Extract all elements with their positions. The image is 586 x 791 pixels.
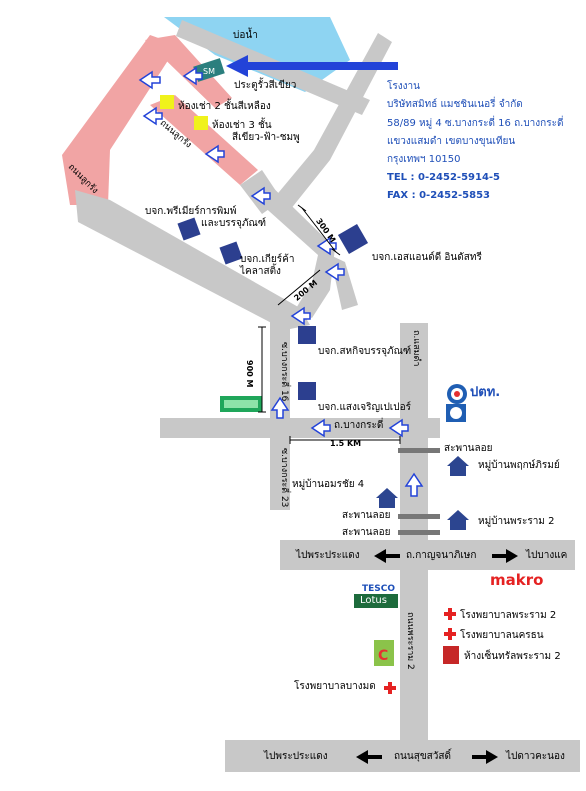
bridge-2 bbox=[398, 514, 440, 519]
phruksa-label: หมู่บ้านพฤกษ์ภิรมย์ bbox=[478, 460, 560, 471]
arrow-12 bbox=[404, 472, 424, 497]
direction-arrow-head bbox=[226, 55, 248, 77]
bridge-1 bbox=[398, 448, 440, 453]
laterite-road-top bbox=[145, 35, 232, 108]
company-line-2: บริษัทสมิทธ์ แมชชินเนอรี่ จำกัด bbox=[387, 99, 523, 110]
building-premier bbox=[177, 217, 201, 241]
ammarin-label: หมู่บ้านอมรชัย 4 bbox=[292, 479, 365, 490]
company-line-4: แขวงแสมดำ เขตบางขุนเทียน bbox=[387, 136, 516, 147]
diagonal-road-ne bbox=[274, 33, 392, 210]
company-line-5: กรุงเทพฯ 10150 bbox=[387, 154, 461, 165]
arrow-3 bbox=[142, 106, 163, 126]
distance-markers bbox=[258, 204, 401, 444]
dist-1-5km: 1.5 KM bbox=[330, 439, 362, 448]
laterite-road-mid bbox=[150, 95, 258, 185]
road-west-south bbox=[75, 190, 310, 330]
dist-900m: 900 M bbox=[245, 360, 254, 388]
company-tel: TEL : 0-2452-5914-5 bbox=[387, 172, 501, 183]
soi23-label: ซ.บางกระดี่ 23 bbox=[279, 448, 289, 508]
building-sd bbox=[337, 223, 369, 255]
soi16-label: ซ.บางกระดี่ 16 bbox=[279, 342, 289, 402]
yellow-rental-3 bbox=[194, 116, 208, 130]
arrow-5 bbox=[250, 186, 271, 206]
bottom-road-arrows bbox=[356, 549, 518, 764]
tesco-logo-bg bbox=[354, 594, 398, 608]
arrow-9 bbox=[270, 396, 290, 419]
road-right-branch bbox=[330, 255, 358, 310]
arrow-4 bbox=[204, 144, 225, 164]
samaedam-road bbox=[400, 323, 428, 543]
bridge-2-label: สะพานลอย bbox=[342, 510, 391, 521]
premier-label-1: บจก.พรีเมียร์การพิมพ์ bbox=[145, 206, 237, 217]
building-gear bbox=[219, 241, 243, 265]
tesco-label-2: Lotus bbox=[360, 595, 387, 606]
soi23-road bbox=[270, 438, 290, 510]
premier-label-2: และบรรจุภัณฑ์ bbox=[201, 218, 267, 229]
gear-label-2: ไคลาสติ้ง bbox=[240, 266, 281, 277]
kanchanaphisek-left-label: ไปพระประแดง bbox=[296, 550, 360, 561]
makro-logo: makro bbox=[490, 571, 544, 589]
hospital-nakhon-cross-icon bbox=[444, 628, 456, 640]
room2-label: ห้องเช่า 2 ชั้นสีเหลือง bbox=[178, 101, 271, 112]
kanchanaphisek-road bbox=[280, 540, 575, 570]
house-rama2-icon bbox=[447, 510, 469, 530]
big-c-mark: C bbox=[378, 648, 388, 664]
arrow-10 bbox=[310, 418, 331, 438]
company-line-1: โรงงาน bbox=[387, 81, 420, 92]
house-phruksa-icon bbox=[447, 456, 469, 476]
pond-label: บ่อน้ำ bbox=[233, 30, 258, 41]
suksawat-right-label: ไปดาวคะนอง bbox=[506, 751, 565, 762]
bangkradi-road-label: ถ.บางกระดี่ bbox=[334, 420, 384, 431]
room3-label-1: ห้องเช่า 3 ชั้น bbox=[212, 120, 272, 131]
central-logo bbox=[443, 646, 459, 664]
sd-industry-label: บจก.เอสแอนด์ดี อินดัสทรี bbox=[372, 252, 482, 263]
samaedam-road-label: ถ.แสมดำ bbox=[411, 330, 421, 367]
house-ammarin-icon bbox=[376, 488, 398, 508]
bridge-3 bbox=[398, 530, 440, 535]
bridge-1-label: สะพานลอย bbox=[444, 443, 493, 454]
suksawat-road bbox=[225, 740, 580, 772]
central-label: ห้างเซ็นทรัลพระราม 2 bbox=[464, 651, 561, 662]
saengcharoen-label: บจก.แสงเจริญเปเปอร์ bbox=[318, 402, 411, 413]
direction-arrow-shaft bbox=[245, 62, 398, 70]
road-center-down bbox=[240, 175, 335, 318]
arrow-8 bbox=[290, 306, 311, 326]
big-c-logo bbox=[374, 640, 394, 666]
bridge-3-label: สะพานลอย bbox=[342, 527, 391, 538]
bangkradi-road bbox=[160, 418, 440, 438]
room3-label-2: สีเขียว-ฟ้า-ชมพู bbox=[232, 132, 300, 143]
bus-window bbox=[224, 400, 258, 408]
company-line-3: 58/89 หมู่ 4 ซ.บางกระดี่ 16 ถ.บางกระดี่ bbox=[387, 118, 564, 129]
arrow-6 bbox=[316, 236, 337, 256]
company-fax: FAX : 0-2452-5853 bbox=[387, 190, 491, 201]
ptt-label: ปตท. bbox=[470, 385, 501, 400]
kanchanaphisek-right-label: ไปบางแค bbox=[526, 550, 568, 561]
rama2-road-label: ถนนพระราม 2 bbox=[405, 612, 415, 670]
yellow-rental-2 bbox=[160, 95, 174, 109]
arrow-7 bbox=[324, 262, 345, 282]
hospital-bangmod-cross-icon bbox=[384, 682, 396, 694]
hosp-nakhon-label: โรงพยาบาลนครธน bbox=[460, 630, 544, 641]
tesco-label-1: TESCO bbox=[362, 584, 396, 594]
building-sahakit bbox=[298, 326, 316, 344]
road-arrows bbox=[138, 66, 424, 497]
arrow-1 bbox=[138, 70, 161, 90]
gear-label-1: บจก.เกียร์ค้า bbox=[240, 254, 295, 265]
ptt-logo bbox=[446, 384, 467, 422]
arrow-11 bbox=[388, 418, 409, 438]
suksawat-left-label: ไปพระประแดง bbox=[264, 751, 328, 762]
factory-label: SM bbox=[203, 67, 215, 76]
sahakit-label: บจก.สหกิจบรรจุภัณฑ์ bbox=[318, 346, 412, 357]
hospital-rama2-cross-icon bbox=[444, 608, 456, 620]
rama2-road bbox=[400, 570, 428, 740]
building-saengcharoen bbox=[298, 382, 316, 400]
suksawat-road-label: ถนนสุขสวัสดิ์ bbox=[394, 751, 451, 762]
green-gate-label: ประตูรั้วสีเขียว bbox=[234, 80, 297, 91]
hosp-rama2-label: โรงพยาบาลพระราม 2 bbox=[460, 610, 557, 621]
arrow-2 bbox=[182, 66, 203, 86]
kanchanaphisek-road-label: ถ.กาญจนาภิเษก bbox=[406, 550, 477, 561]
rama2-village-label: หมู่บ้านพระราม 2 bbox=[478, 516, 555, 527]
hosp-bangmod-label: โรงพยาบาลบางมด bbox=[294, 681, 376, 692]
